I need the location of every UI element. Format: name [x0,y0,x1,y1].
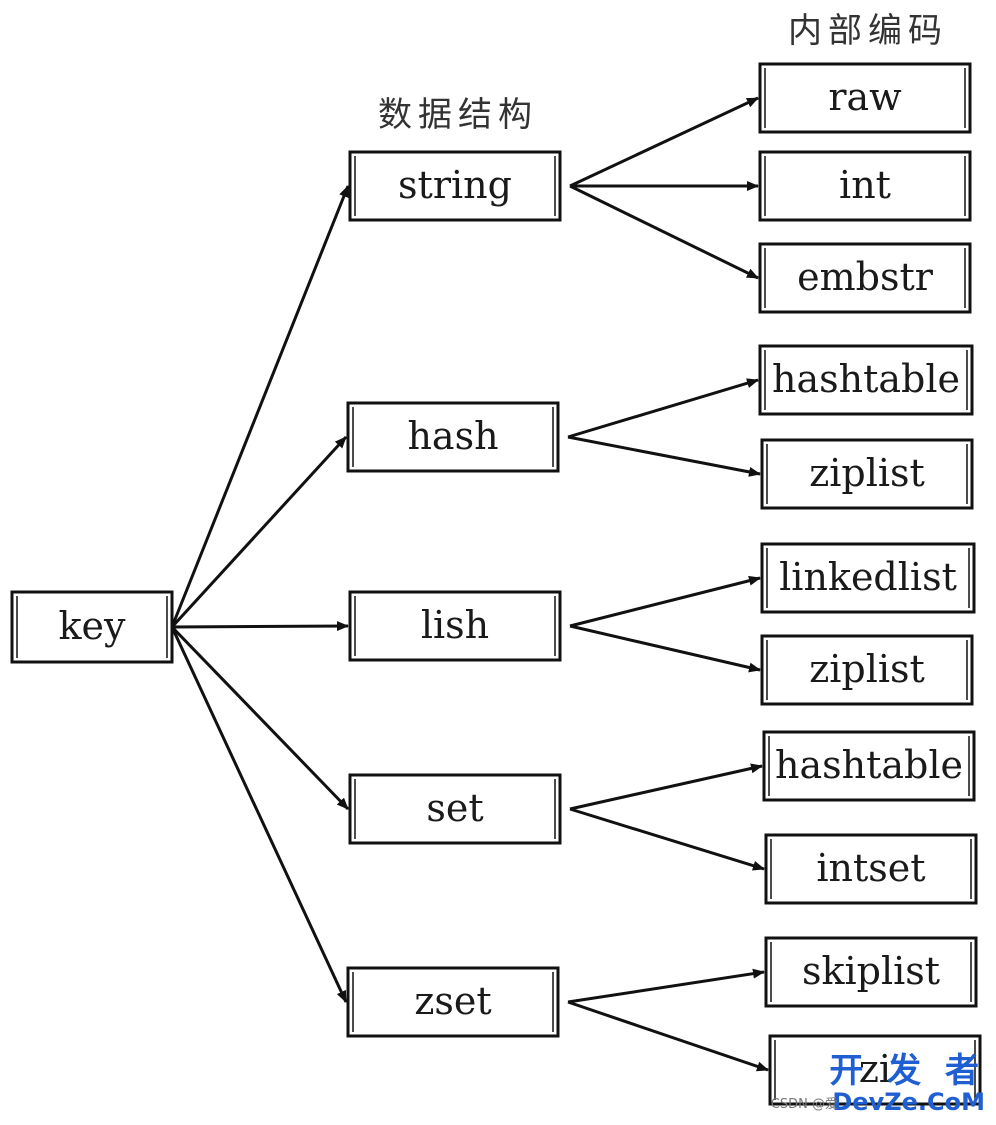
node-structure-zset: zset [346,966,560,1038]
node-structure-lish-border [348,590,562,662]
node-encoding-string-raw: raw [758,62,972,134]
edge-lish-to-ziplist [569,624,761,673]
edges-layer [170,96,769,1072]
node-structure-zset-border [346,966,560,1038]
node-encoding-string-embstr-border [758,242,972,314]
edge-lish-to-linkedlist [569,575,761,628]
node-encoding-lish-linkedlist-label: linkedlist [779,555,957,599]
watermark: 开 发 者 DevZe.CoM CSDN @爱 [771,1051,985,1116]
node-key-border [10,590,174,664]
node-structure-string-label: string [398,163,512,207]
edge-key-to-hash [170,435,348,629]
edge-hash-to-ziplist [567,435,761,477]
watermark-source: CSDN @爱 [771,1097,838,1112]
node-structure-string-border [348,150,562,222]
edge-string-to-raw [569,96,759,188]
node-encoding-zset-zi-label: zi [859,1047,891,1091]
node-encoding-hash-ziplist-label: ziplist [809,451,925,495]
node-encoding-string-raw-border [758,62,972,134]
node-encoding-string-embstr: embstr [758,242,972,314]
node-encoding-string-int-label: int [839,163,891,207]
node-encoding-lish-linkedlist: linkedlist [760,542,976,614]
node-encoding-hash-ziplist-border [760,438,974,510]
node-encoding-string-raw-label: raw [828,75,902,119]
node-encoding-zset-skiplist-border [764,936,978,1008]
structures-header: 数据结构 [378,95,538,135]
node-structure-zset-label: zset [414,979,491,1023]
node-encoding-lish-linkedlist-border [760,542,976,614]
edge-zset-to-zi [567,1000,769,1072]
node-encoding-string-int: int [758,150,972,222]
node-encoding-hash-hashtable-border [758,344,974,416]
node-encoding-lish-ziplist-border [760,634,974,706]
node-structure-lish-label: lish [421,603,489,647]
edge-set-to-hashtable [569,763,763,811]
node-encoding-hash-hashtable-label: hashtable [772,357,960,401]
edge-key-to-zset [170,626,348,1003]
node-key-label: key [59,604,127,648]
node-encoding-lish-ziplist-label: ziplist [809,647,925,691]
node-encoding-set-hashtable: hashtable [762,730,976,802]
edge-set-to-intset [569,807,765,871]
watermark-site-cn: 开 发 者 [829,1051,985,1091]
nodes-layer: key string raw int embstr hash hashtable ziplis… [10,62,982,1106]
edge-key-to-lish [171,621,349,632]
node-structure-set: set [348,773,562,845]
node-encoding-zset-zi-border [768,1034,982,1106]
node-structure-set-label: set [426,786,483,830]
node-key: key [10,590,174,664]
node-encoding-set-hashtable-label: hashtable [775,743,963,787]
edge-zset-to-skiplist [567,968,765,1004]
node-structure-lish: lish [348,590,562,662]
node-encoding-hash-ziplist: ziplist [760,438,974,510]
node-encoding-string-int-border [758,150,972,222]
node-structure-string: string [348,150,562,222]
node-encoding-lish-ziplist: ziplist [760,634,974,706]
node-encoding-set-intset-border [764,833,978,905]
node-encoding-string-embstr-label: embstr [797,255,934,299]
edge-string-to-embstr [569,184,759,280]
node-structure-set-border [348,773,562,845]
node-encoding-set-intset-label: intset [816,846,925,890]
node-encoding-hash-hashtable: hashtable [758,344,974,416]
node-encoding-set-intset: intset [764,833,978,905]
edge-key-to-string [170,185,350,628]
node-structure-hash: hash [346,401,560,473]
encodings-header: 内部编码 [788,11,948,51]
edge-hash-to-hashtable [567,378,759,439]
node-structure-hash-border [346,401,560,473]
node-encoding-zset-skiplist: skiplist [764,936,978,1008]
node-encoding-set-hashtable-border [762,730,976,802]
node-structure-hash-label: hash [407,414,498,458]
edge-key-to-set [170,625,350,811]
node-encoding-zset-skiplist-label: skiplist [802,949,940,993]
watermark-site-url: DevZe.CoM [832,1088,985,1116]
node-encoding-zset-zi: zi [768,1034,982,1106]
